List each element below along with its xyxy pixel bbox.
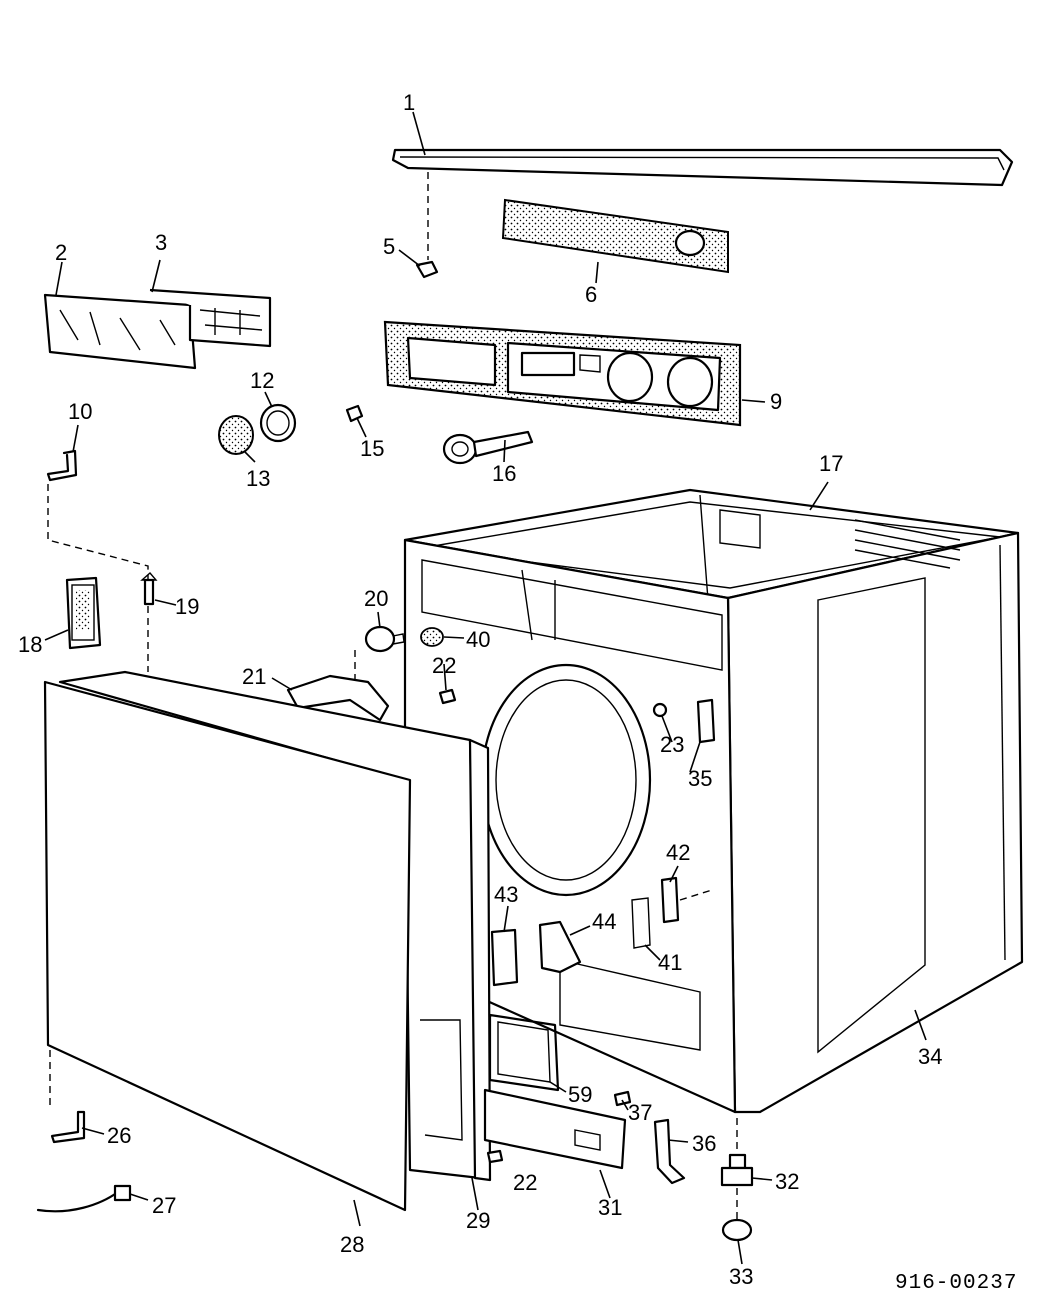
part-label-21: 21	[242, 664, 266, 689]
part-label-9: 9	[770, 389, 782, 414]
screw-37-drawing	[613, 1090, 632, 1107]
panel-strip-drawing	[501, 198, 729, 274]
hook-10-drawing	[46, 449, 78, 482]
part-label-41: 41	[658, 950, 682, 975]
part-label-19: 19	[175, 594, 199, 619]
nut-20-drawing	[364, 625, 405, 653]
part-label-27: 27	[152, 1193, 176, 1218]
screw-5-drawing	[415, 260, 439, 279]
part-label-44: 44	[592, 909, 616, 934]
door-frame-29-drawing	[420, 738, 492, 1182]
leader-lines	[44, 111, 927, 1265]
part-label-59: 59	[568, 1082, 592, 1107]
part-label-36: 36	[692, 1131, 716, 1156]
part-label-28: 28	[340, 1232, 364, 1257]
top-cover-drawing	[391, 148, 1014, 187]
detergent-drawer-drawing	[43, 288, 272, 370]
part-label-17: 17	[819, 451, 843, 476]
ring-cap-drawing	[218, 403, 297, 455]
part-label-15: 15	[360, 436, 384, 461]
part-label-37: 37	[628, 1100, 652, 1125]
part-label-43: 43	[494, 882, 518, 907]
part-label-23: 23	[660, 732, 684, 757]
part-label-22b: 22	[513, 1170, 537, 1195]
part-label-31: 31	[598, 1195, 622, 1220]
grommet-40-drawing	[420, 627, 444, 647]
drawing-number: 916-00237	[895, 1272, 1017, 1295]
control-panel-drawing	[383, 320, 742, 427]
part-label-12: 12	[250, 368, 274, 393]
part-label-1: 1	[403, 90, 415, 115]
shaft-16-drawing	[442, 430, 534, 465]
part-label-3: 3	[155, 230, 167, 255]
part-label-26: 26	[107, 1123, 131, 1148]
part-label-34: 34	[918, 1044, 942, 1069]
screws-22-drawing	[438, 688, 504, 1164]
part-label-35: 35	[688, 766, 712, 791]
part-label-13: 13	[246, 466, 270, 491]
part-label-6: 6	[585, 282, 597, 307]
part-label-16: 16	[492, 461, 516, 486]
bolt-19-drawing	[140, 572, 158, 606]
part-label-5: 5	[383, 234, 395, 259]
part-label-40: 40	[466, 627, 490, 652]
part-label-10: 10	[68, 399, 92, 424]
cabinet-drawing	[403, 488, 1024, 1114]
brackets-drawing	[490, 876, 713, 987]
part-label-29: 29	[466, 1208, 490, 1233]
kick-plate-31-drawing	[483, 1088, 627, 1170]
knob-15-drawing	[345, 404, 364, 423]
foot-32-33-drawing	[720, 1118, 754, 1242]
bracket-36-drawing	[653, 1118, 686, 1185]
part-label-32: 32	[775, 1169, 799, 1194]
part-labels: 1 2 3 5 6 9 10 12 13 15 16 17 18 19 20 2…	[18, 90, 942, 1289]
part-label-33: 33	[729, 1264, 753, 1289]
cable-27-drawing	[36, 1184, 132, 1213]
bracket-35-drawing	[652, 698, 716, 744]
part-label-2: 2	[55, 240, 67, 265]
bracket-21-drawing	[286, 674, 390, 722]
part-label-20: 20	[364, 586, 388, 611]
part-label-22a: 22	[432, 653, 456, 678]
hinge-26-drawing	[50, 1110, 86, 1144]
part-label-42: 42	[666, 840, 690, 865]
hinge-18-drawing	[65, 576, 102, 650]
part-label-18: 18	[18, 632, 42, 657]
